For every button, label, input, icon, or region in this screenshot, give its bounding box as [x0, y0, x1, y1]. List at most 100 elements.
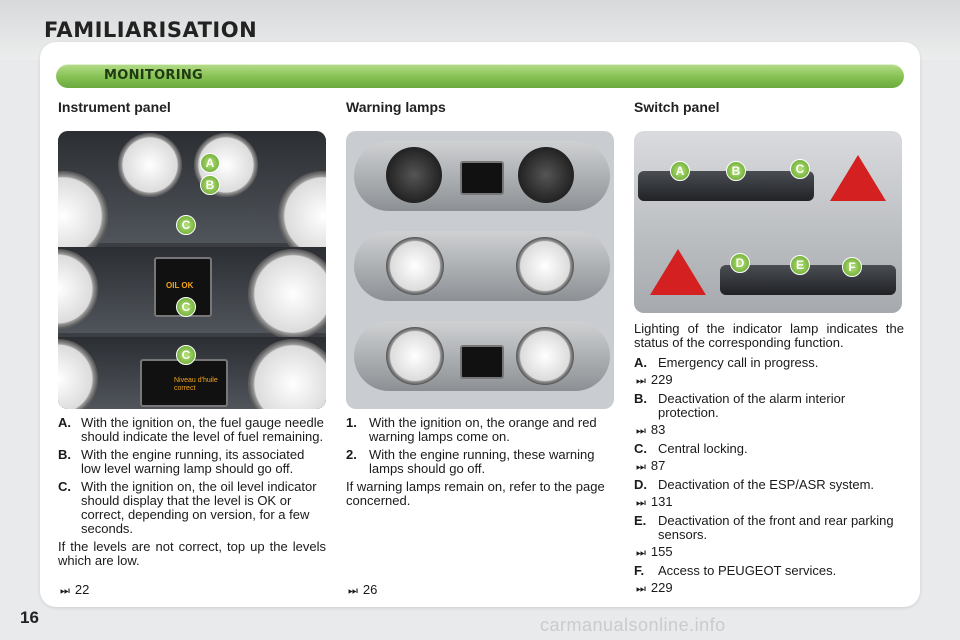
- page-ref-number: 22: [74, 582, 90, 597]
- item-text: Deactivation of the ESP/ASR system.: [658, 477, 875, 492]
- oil-level-display: Niveau d'huile correct: [140, 359, 228, 407]
- fuel-gauge-dial: [118, 133, 182, 197]
- item-text: Deactivation of the alarm interior prote…: [658, 391, 846, 420]
- page-header-title: FAMILIARISATION: [44, 18, 258, 42]
- item-key: A.: [634, 355, 647, 370]
- instrument-item-c: C. With the ignition on, the oil level i…: [58, 480, 326, 536]
- item-text: With the ignition on, the orange and red…: [369, 415, 597, 444]
- page-ref-number: 83: [650, 422, 666, 437]
- page-ref-icon: ⏭: [636, 547, 646, 559]
- cluster3-display: [460, 345, 504, 379]
- page-ref-number: 229: [650, 580, 673, 595]
- page-ref-number: 229: [650, 372, 673, 387]
- item-text: Access to PEUGEOT services.: [658, 563, 837, 578]
- switch-ref-a[interactable]: ⏭ 229: [636, 373, 904, 388]
- marker-a: A: [200, 153, 220, 173]
- instrument-note: If the levels are not correct, top up th…: [58, 539, 326, 568]
- item-text: With the ignition on, the oil level indi…: [81, 479, 317, 536]
- oil-level-text: Niveau d'huile correct: [174, 377, 218, 392]
- page-ref-icon: ⏭: [60, 585, 70, 597]
- warning-lamps-image: [346, 131, 614, 409]
- switch-item-f: F. Access to PEUGEOT services.: [634, 564, 904, 578]
- switch-ref-b[interactable]: ⏭ 83: [636, 423, 904, 438]
- page-ref-icon: ⏭: [636, 461, 646, 473]
- switch-ref-e[interactable]: ⏭155: [636, 545, 904, 560]
- page-ref-icon: ⏭: [636, 497, 646, 509]
- switch-ref-f[interactable]: ⏭ 229: [636, 581, 904, 596]
- page-ref-icon: ⏭: [636, 583, 646, 595]
- item-text: Emergency call in progress.: [658, 355, 819, 370]
- cluster3-left-dial: [386, 327, 444, 385]
- switch-item-b: B. Deactivation of the alarm interior pr…: [634, 392, 904, 420]
- instrument-panel-text: A. With the ignition on, the fuel gauge …: [58, 416, 326, 572]
- item-key: E.: [634, 513, 647, 528]
- instrument-panel-heading: Instrument panel: [58, 99, 171, 115]
- cluster2-left-dial: [386, 237, 444, 295]
- hazard-warning-icon: [830, 155, 886, 201]
- oil-ok-text: OIL OK: [166, 281, 194, 290]
- switch-marker-a: A: [670, 161, 690, 181]
- switch-panel-text: Lighting of the indicator lamp indicates…: [634, 322, 904, 600]
- page-ref-icon: ⏭: [636, 375, 646, 387]
- page-ref-number: 87: [650, 458, 666, 473]
- switch-item-a: A. Emergency call in progress.: [634, 356, 904, 370]
- switch-marker-f: F: [842, 257, 862, 277]
- page-ref-icon: ⏭: [348, 585, 358, 597]
- item-key: F.: [634, 563, 645, 578]
- cluster3-right-dial: [516, 327, 574, 385]
- switch-marker-d: D: [730, 253, 750, 273]
- warning-page-ref[interactable]: ⏭ 26: [348, 583, 377, 598]
- item-key: C.: [58, 479, 71, 494]
- marker-c-2: C: [176, 297, 196, 317]
- switch-item-d: D. Deactivation of the ESP/ASR system.: [634, 478, 904, 492]
- item-key: D.: [634, 477, 647, 492]
- section-title: MONITORING: [104, 68, 204, 83]
- oil-display: OIL OK: [154, 257, 212, 317]
- item-text: With the engine running, these warning l…: [369, 447, 595, 476]
- marker-c-3: C: [176, 345, 196, 365]
- marker-c: C: [176, 215, 196, 235]
- warning-lamps-text: 1. With the ignition on, the orange and …: [346, 416, 616, 512]
- watermark: carmanualsonline.info: [540, 615, 726, 635]
- switch-ref-d[interactable]: ⏭ 131: [636, 495, 904, 510]
- item-text: Deactivation of the front and rear parki…: [658, 513, 894, 542]
- item-key: B.: [58, 447, 71, 462]
- instrument-page-ref[interactable]: ⏭ 22: [60, 583, 89, 598]
- item-key: 2.: [346, 447, 357, 462]
- tachometer-dial-3: [248, 339, 326, 409]
- item-text: Central locking.: [658, 441, 748, 456]
- warning-lamps-heading: Warning lamps: [346, 99, 446, 115]
- page-ref-number: 26: [362, 582, 378, 597]
- item-key: A.: [58, 415, 71, 430]
- page-number: 16: [20, 608, 39, 627]
- instrument-item-b: B. With the engine running, its associat…: [58, 448, 326, 476]
- warning-note: If warning lamps remain on, refer to the…: [346, 479, 605, 508]
- warning-item-1: 1. With the ignition on, the orange and …: [346, 416, 616, 444]
- instrument-item-a: A. With the ignition on, the fuel gauge …: [58, 416, 326, 444]
- switch-marker-b: B: [726, 161, 746, 181]
- page-ref-number: 131: [650, 494, 673, 509]
- switch-bar-top: [638, 171, 814, 201]
- switch-intro: Lighting of the indicator lamp indicates…: [634, 321, 904, 350]
- switch-item-e: E. Deactivation of the front and rear pa…: [634, 514, 904, 542]
- page-ref-icon: ⏭: [636, 425, 646, 437]
- cluster1-right-dial: [518, 147, 574, 203]
- section-bar: [56, 64, 904, 88]
- cluster2-right-dial: [516, 237, 574, 295]
- cluster1-left-dial: [386, 147, 442, 203]
- item-key: C.: [634, 441, 647, 456]
- switch-panel-image: A B C D E F: [634, 131, 902, 313]
- item-text: With the ignition on, the fuel gauge nee…: [81, 415, 324, 444]
- item-text: With the engine running, its associated …: [81, 447, 305, 476]
- switch-marker-e: E: [790, 255, 810, 275]
- marker-b: B: [200, 175, 220, 195]
- item-key: B.: [634, 391, 647, 406]
- warning-item-2: 2. With the engine running, these warnin…: [346, 448, 616, 476]
- item-key: 1.: [346, 415, 357, 430]
- switch-item-c: C. Central locking.: [634, 442, 904, 456]
- tachometer-dial-2: [248, 249, 326, 339]
- switch-ref-c[interactable]: ⏭ 87: [636, 459, 904, 474]
- cluster1-display: [460, 161, 504, 195]
- hazard-warning-icon-2: [650, 249, 706, 295]
- switch-panel-heading: Switch panel: [634, 99, 720, 115]
